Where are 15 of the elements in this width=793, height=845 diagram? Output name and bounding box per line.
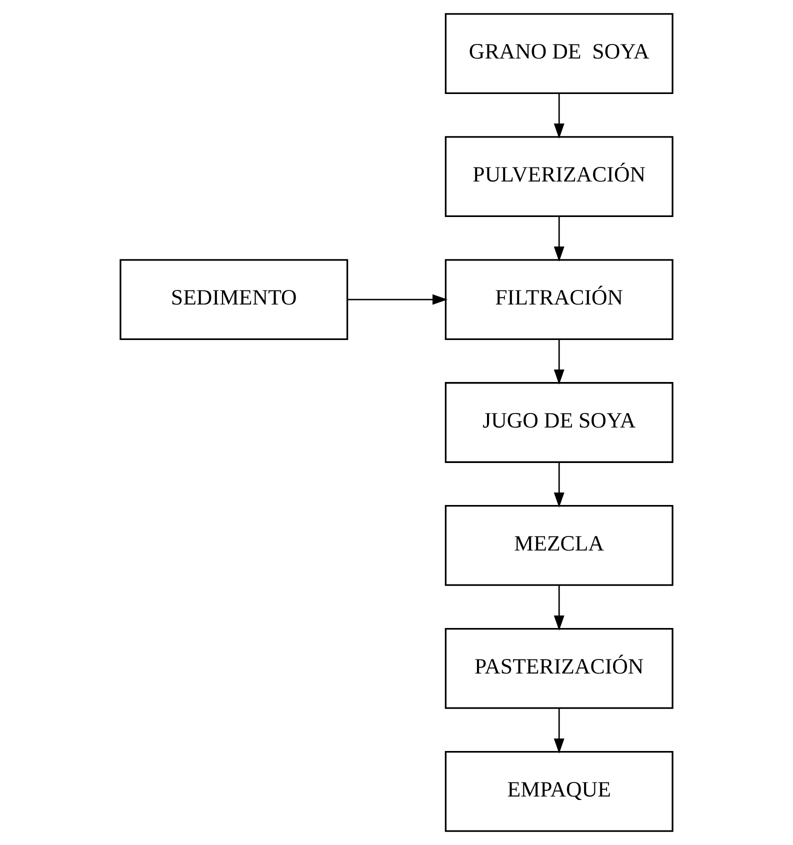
arrow [348, 294, 448, 305]
node-box: PASTERIZACIÓN [444, 628, 674, 709]
node-box: EMPAQUE [444, 751, 674, 832]
node-box: FILTRACIÓN [444, 259, 674, 340]
node-box: PULVERIZACIÓN [444, 136, 674, 217]
node-box: MEZCLA [444, 505, 674, 586]
node-box: SEDIMENTO [120, 259, 348, 340]
arrow [554, 708, 564, 754]
node-box: GRANO DE SOYA [444, 13, 674, 94]
arrow [554, 94, 564, 139]
arrow [554, 340, 564, 385]
arrow [554, 462, 564, 508]
node-box: JUGO DE SOYA [444, 382, 674, 463]
arrow [554, 586, 564, 631]
arrow [554, 216, 564, 262]
